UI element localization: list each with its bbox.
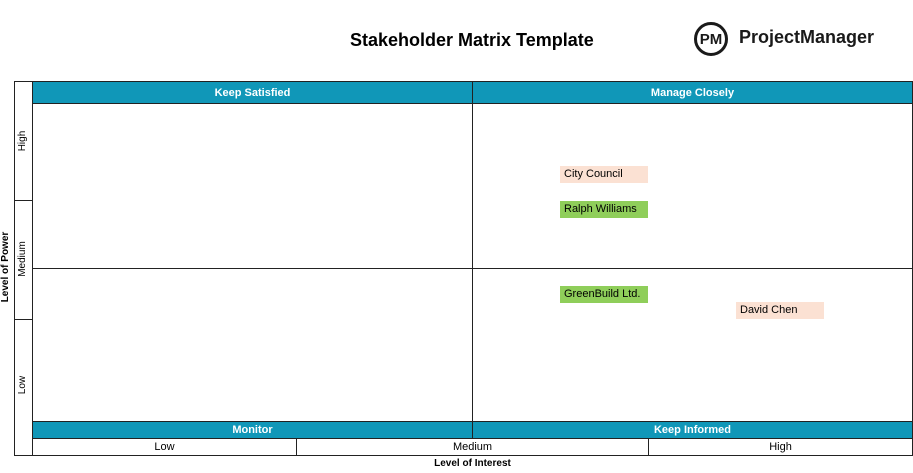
interest-divider [472, 81, 473, 439]
y-axis-column [14, 81, 32, 456]
stakeholder-card: GreenBuild Ltd. [560, 286, 648, 303]
stakeholder-card: David Chen [736, 302, 824, 319]
stakeholder-card: Ralph Williams [560, 201, 648, 218]
y-axis-title: Level of Power [0, 231, 11, 303]
x-tick-separator [296, 438, 297, 456]
page-title: Stakeholder Matrix Template [350, 30, 594, 50]
brand-logo-icon: PM [694, 22, 728, 56]
brand-name: ProjectManager [739, 27, 875, 47]
footer-divider [32, 421, 913, 422]
x-tick-separator [648, 438, 649, 456]
x-tick-divider [32, 438, 913, 439]
y-tick-medium: Medium [17, 241, 28, 277]
y-tick-low: Low [17, 375, 28, 395]
y-tick-divider [14, 319, 32, 320]
quadrant-header-keep-satisfied: Keep Satisfied [33, 82, 472, 103]
x-tick-medium: Medium [452, 441, 493, 453]
y-tick-high: High [17, 130, 28, 152]
quadrant-header-manage-closely: Manage Closely [473, 82, 912, 103]
power-divider [32, 268, 913, 269]
quadrant-header-monitor: Monitor [33, 422, 472, 438]
quadrant-header-keep-informed: Keep Informed [473, 422, 912, 438]
x-axis-title: Level of Interest [434, 458, 511, 469]
x-tick-low: Low [154, 441, 175, 453]
y-tick-divider [14, 200, 32, 201]
stakeholder-card: City Council [560, 166, 648, 183]
x-tick-high: High [769, 441, 792, 453]
